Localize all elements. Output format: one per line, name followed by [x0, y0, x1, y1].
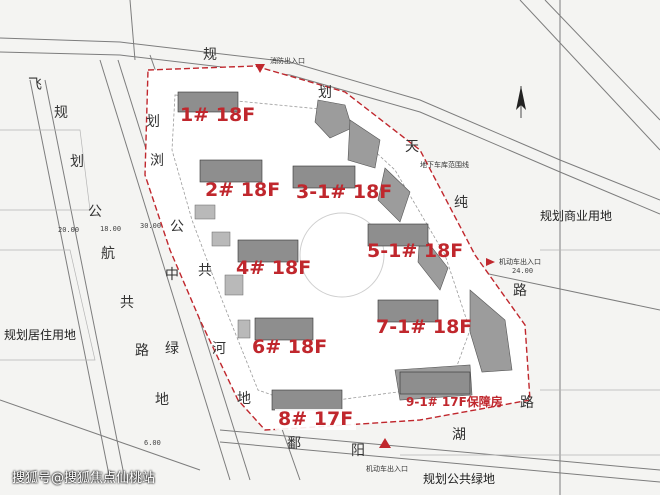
building-3-1-label: 3-1# 18F: [296, 181, 393, 203]
road-char-gong-west: 公: [170, 219, 184, 235]
vehicle-entrance-south-label: 机动车出入口: [366, 465, 408, 473]
building-7-1-label: 7-1# 18F: [376, 316, 473, 338]
central-plaza: [299, 212, 385, 298]
building-4-label: 4# 18F: [236, 257, 312, 279]
fire-entrance-label: 消防出入口: [270, 57, 305, 65]
north-arrow-icon: [516, 86, 526, 118]
west-ancillary-blocks: [194, 204, 251, 339]
road-char-tian: 天: [405, 139, 419, 155]
dim-30: 30.00: [140, 222, 162, 230]
building-9-1-label: 9-1# 17F保障房: [406, 395, 503, 409]
road-char-liu: 浏: [150, 153, 164, 169]
fire-entrance-arrow-icon: [255, 64, 265, 73]
building-5-1-label: 5-1# 18F: [367, 240, 464, 262]
land-residential-label: 规划居住用地: [4, 328, 77, 342]
land-public-green-label: 规划公共绿地: [423, 472, 496, 486]
dim-20: 20.00: [58, 226, 80, 234]
road-char-gong-center: 共: [198, 263, 212, 279]
road-char-lv: 绿: [165, 341, 179, 357]
road-char-gui-north: 规: [203, 47, 217, 63]
road-char-gong-hang: 共: [120, 295, 134, 311]
road-char-zhong: 中: [165, 267, 179, 283]
road-char-fei: 飞: [28, 77, 42, 93]
road-char-chun: 纯: [454, 195, 468, 211]
road-char-gui-west: 规: [54, 105, 68, 121]
building-6-label: 6# 18F: [252, 336, 328, 358]
site-boundary: [144, 65, 531, 431]
watermark-text: 搜狐号@搜狐焦点仙桃站: [12, 471, 156, 486]
dim-18: 18.00: [100, 225, 122, 233]
dim-6: 6.00: [144, 439, 161, 447]
road-char-hua-north: 划: [318, 85, 332, 101]
road-char-hua-west2: 划: [70, 154, 84, 170]
building-8-label: 8# 17F: [275, 409, 357, 430]
road-char-po: 鄱: [287, 436, 301, 452]
road-char-di-river: 地: [237, 391, 251, 407]
road-char-yang: 阳: [351, 443, 365, 459]
basement-extent-line: [171, 94, 471, 406]
road-char-di-green: 地: [155, 392, 169, 408]
dim-24: 24.00: [512, 267, 534, 275]
basement-extent-label: 地下车库范围线: [420, 161, 469, 169]
road-char-lu-south: 路: [520, 395, 534, 411]
road-char-he: 河: [212, 341, 226, 357]
road-char-hu: 湖: [452, 427, 466, 443]
road-char-hang: 航: [101, 246, 115, 262]
building-2-label: 2# 18F: [205, 179, 281, 201]
entrance-arrows: [255, 64, 495, 448]
vehicle-east-entrance-arrow-icon: [486, 258, 495, 266]
vehicle-entrance-east-label: 机动车出入口: [499, 258, 541, 266]
road-char-lu-west: 路: [135, 343, 149, 359]
land-commercial-label: 规划商业用地: [540, 209, 613, 223]
building-1-label: 1# 18F: [180, 104, 256, 126]
road-char-hua-west: 划: [146, 114, 160, 130]
vehicle-south-entrance-arrow-icon: [379, 438, 391, 448]
neighbour-lots: [0, 129, 660, 456]
road-char-lu-east: 路: [513, 283, 527, 299]
road-char-gong-west2: 公: [88, 204, 102, 220]
tower-footprints: [177, 91, 471, 411]
